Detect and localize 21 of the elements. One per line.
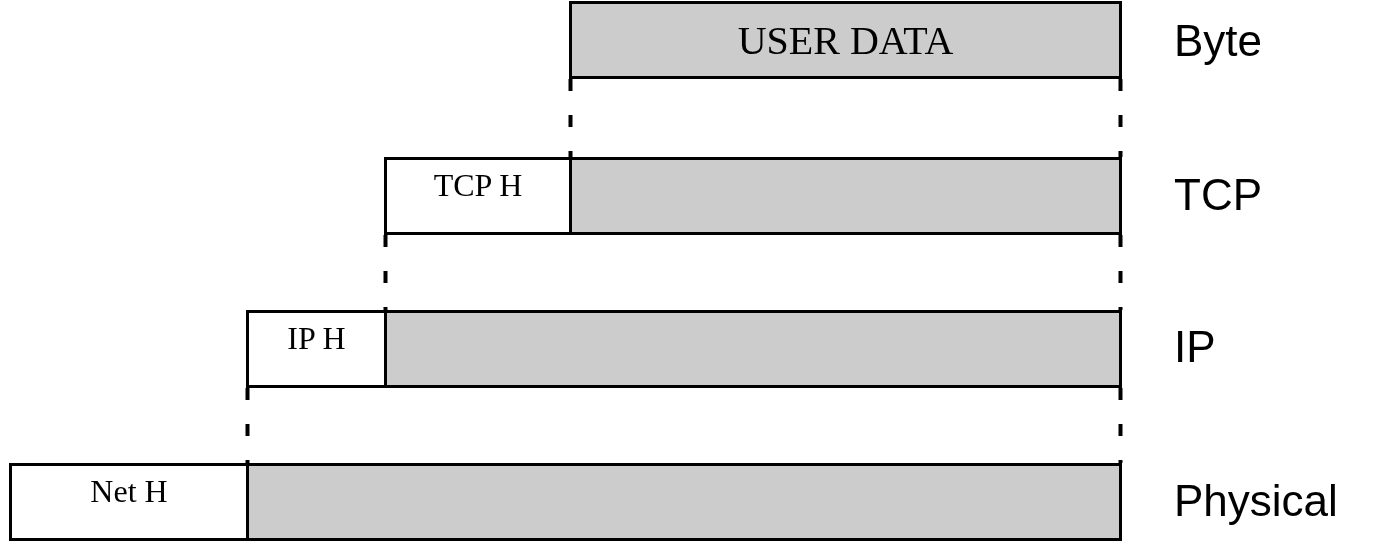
- dashed-guide-line: [1118, 235, 1123, 310]
- box-text: IP H: [287, 319, 346, 357]
- layer-name: TCP: [1174, 170, 1262, 220]
- dashed-guide-line: [1118, 388, 1123, 463]
- header-box: [246, 310, 387, 388]
- payload-bar: [384, 310, 1122, 388]
- header-box: [569, 1, 1122, 79]
- dashed-guide-line: [568, 79, 573, 157]
- box-text: TCP H: [433, 166, 523, 204]
- header-box: [384, 157, 572, 235]
- layer-name: Physical: [1174, 476, 1338, 526]
- header-box: [9, 463, 249, 541]
- dashed-guide-line: [383, 235, 388, 310]
- payload-bar: [569, 157, 1122, 235]
- layer-name: Byte: [1174, 16, 1263, 66]
- payload-bar: [246, 463, 1122, 541]
- box-text: Net H: [90, 472, 168, 510]
- dashed-guide-line: [245, 388, 250, 463]
- layer-name: IP: [1174, 322, 1216, 372]
- dashed-guide-line: [1118, 79, 1123, 157]
- box-text: USER DATA: [737, 16, 954, 64]
